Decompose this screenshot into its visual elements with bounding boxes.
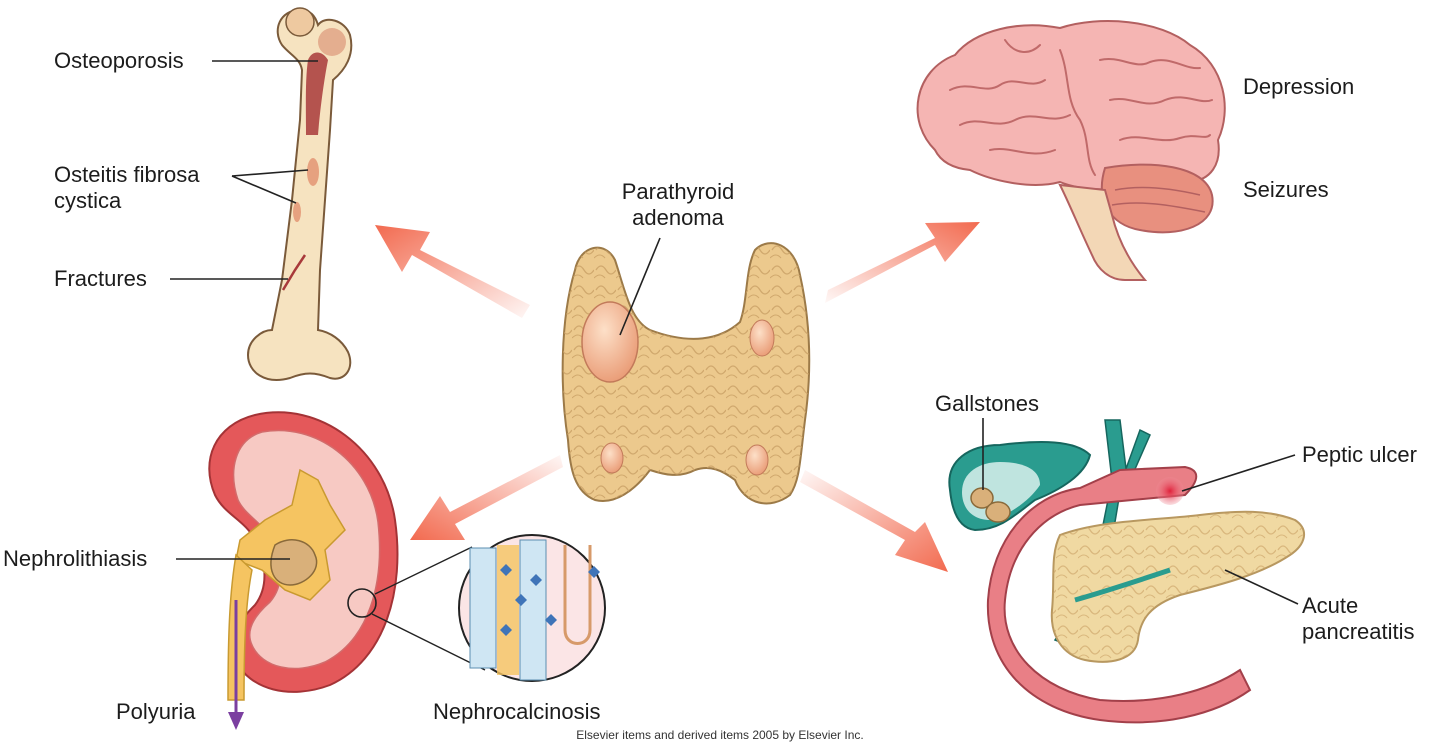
label-nephrolithiasis: Nephrolithiasis [3,546,148,571]
copyright-credit: Elsevier items and derived items 2005 by… [576,728,864,742]
label-pancreatitis-line1: Acute [1302,593,1359,618]
thyroid-illustration [561,237,811,505]
arrow-to-brain [825,222,980,303]
arrow-to-gi [800,470,948,572]
label-osteitis-line2: cystica [54,188,122,213]
label-osteoporosis: Osteoporosis [54,48,184,73]
label-osteitis-line1: Osteitis fibrosa [54,162,200,187]
label-peptic-ulcer: Peptic ulcer [1302,442,1417,467]
kidney-illustration [176,411,486,730]
label-gallstones: Gallstones [935,391,1039,416]
nephrocalcinosis-inset [458,534,606,682]
label-seizures: Seizures [1243,177,1329,202]
label-parathyroid-adenoma: Parathyroid adenoma [608,179,748,231]
digestive-illustration [948,418,1305,724]
label-depression: Depression [1243,74,1355,99]
brain-illustration [916,20,1226,281]
label-pancreatitis-line2: pancreatitis [1302,619,1415,644]
label-nephrocalcinosis: Nephrocalcinosis [433,699,601,724]
arrow-to-bone [375,225,530,318]
label-parathyroid-adenoma-line2: adenoma [632,205,724,230]
arrow-to-kidney [410,455,563,540]
label-osteitis-fibrosa-cystica: Osteitis fibrosa cystica [54,162,200,214]
label-fractures: Fractures [54,266,147,291]
label-acute-pancreatitis: Acute pancreatitis [1302,593,1415,645]
label-parathyroid-adenoma-line1: Parathyroid [621,179,735,204]
label-polyuria: Polyuria [116,699,196,724]
bone-illustration [170,7,353,381]
